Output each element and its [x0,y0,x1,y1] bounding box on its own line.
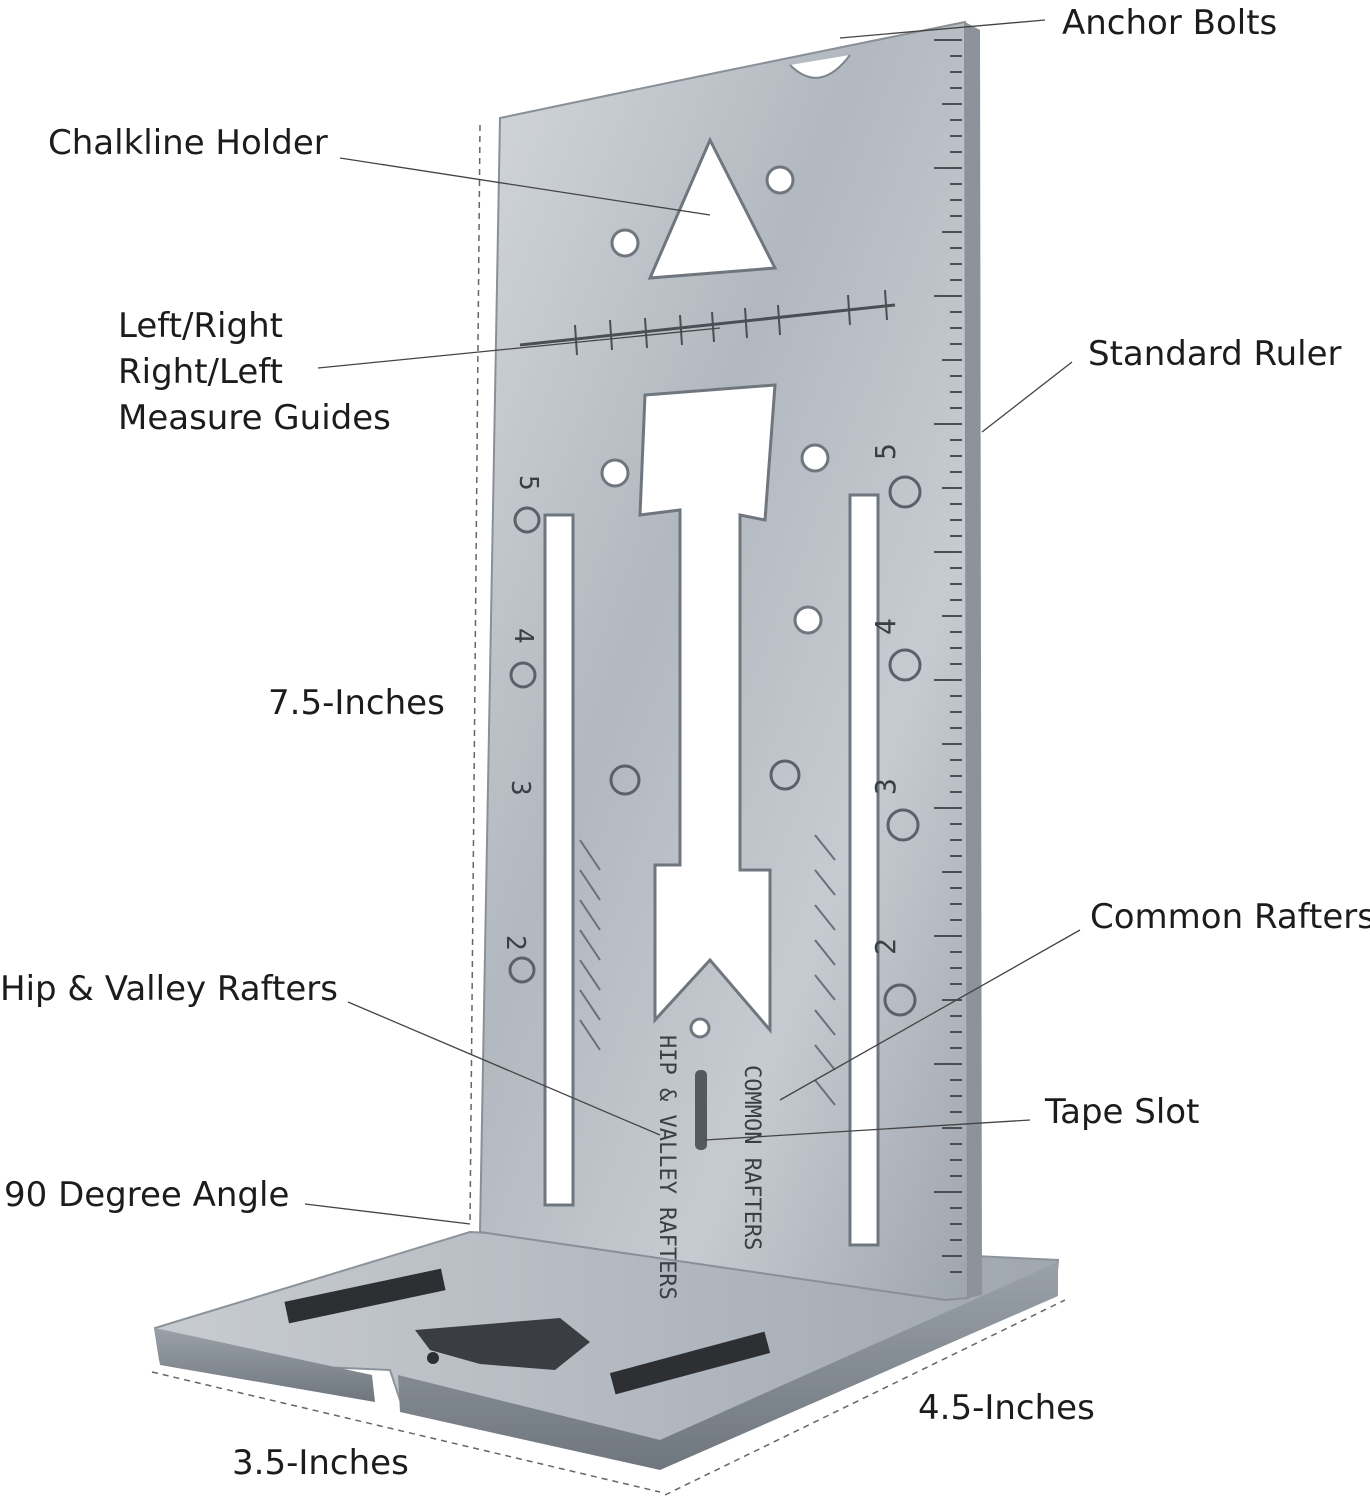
depth-label: 4.5-Inches [918,1388,1095,1428]
tape-slot [695,1070,707,1150]
anchor-bolt-notch [789,54,851,79]
base-slot-right [609,1331,771,1395]
base-front-edge-right [398,1262,1058,1470]
blade-hole [800,443,830,473]
ruler-number: 3 [869,778,902,795]
base-front-edge [155,1328,375,1402]
anchor-bolts-label: Anchor Bolts [1062,3,1278,43]
leader-lines [304,19,1081,1225]
inner-number: 4 [508,628,538,644]
inner-number: 5 [513,475,543,491]
depth-dimension-line [664,1299,1066,1496]
leader-measure-guides [317,327,721,369]
leader-anchor-bolts [839,19,1046,39]
rafter-scale-hatching [579,834,836,1106]
hip-valley-etched-text: HIP & VALLEY RAFTERS [654,1035,679,1300]
leader-angle [304,1203,471,1225]
base-plate [153,1230,1060,1470]
leader-common-rafters [779,929,1081,1101]
height-dimension-line [469,124,481,1226]
angle-label: 90 Degree Angle [4,1175,290,1215]
hip-valley-rafters-label: Hip & Valley Rafters [0,969,338,1009]
leader-standard-ruler [981,361,1073,433]
ruler-number: 2 [869,938,902,955]
leader-hip-valley-rafters [347,1001,661,1136]
tape-slot-label: Tape Slot [1045,1092,1200,1132]
chalkline-holder-label: Chalkline Holder [48,123,328,163]
leader-chalkline-holder [339,157,711,216]
blade-hole [610,228,640,258]
measure-guides-line-2: Right/Left [118,352,283,392]
base-slot-left [284,1268,446,1324]
blade-side-edge [965,22,982,1298]
standard-ruler-ticks [934,39,962,1273]
inner-number: 3 [505,780,535,796]
base-hole [427,1352,439,1364]
blade-hole [600,458,630,488]
measure-guides-line-1: Left/Right [118,306,283,346]
measure-guide-line [519,303,896,347]
common-rafters-etched-text: COMMON RAFTERS [739,1065,764,1250]
ruler-number: 5 [869,443,902,460]
width-label: 3.5-Inches [232,1443,409,1483]
etched-circles [508,475,922,1017]
chalkline-holder-cutout [647,136,778,280]
height-label: 7.5-Inches [268,683,445,723]
vertical-blade: HIP & VALLEY RAFTERS COMMON RAFTERS 2 3 … [478,20,982,1302]
blade-hole [793,605,823,635]
long-slot-right [848,493,880,1247]
common-rafters-label: Common Rafters [1090,897,1370,937]
dimension-lines [151,124,1066,1496]
blade-hole [689,1017,711,1039]
inner-number: 2 [500,935,530,951]
long-slot-left [543,513,575,1207]
standard-ruler-label: Standard Ruler [1088,334,1342,374]
ruler-number: 4 [869,618,902,635]
leader-tape-slot [704,1119,1031,1141]
blade-hole [765,165,795,195]
measure-guide-ticks [574,289,888,356]
arrow-cutout [638,383,777,1035]
width-dimension-line [151,1371,661,1493]
measure-guides-label: Left/Right Right/Left Measure Guides [118,303,391,441]
base-arrow-cutout [415,1318,590,1370]
measure-guides-line-3: Measure Guides [118,398,391,438]
